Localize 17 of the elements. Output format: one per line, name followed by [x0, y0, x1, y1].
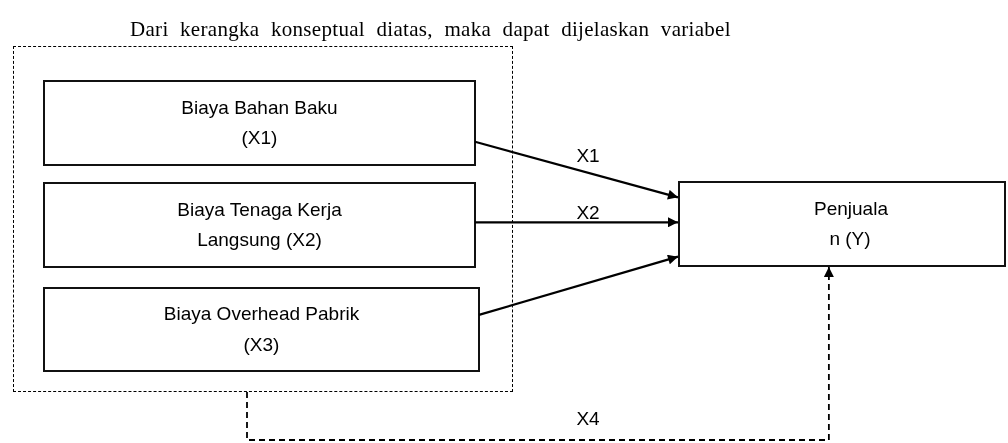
edge-label: X1 [576, 145, 600, 165]
dashed-arrow [246, 266, 834, 441]
variable-name: Penjuala n (Y) [814, 196, 886, 251]
variable-name: Biaya Tenaga Kerja Langsung (X2) [176, 197, 343, 252]
variable-name: Biaya Bahan Baku (X1) [180, 95, 339, 150]
variable-box [43, 182, 476, 268]
variable-name: Biaya Overhead Pabrik (X3) [162, 302, 361, 357]
arrow [474, 140, 679, 200]
edge-label: X2 [576, 202, 600, 222]
arrow [478, 254, 679, 316]
edge-label: X4 [576, 408, 600, 428]
variable-box [43, 287, 480, 372]
variable-box [43, 80, 476, 166]
variable-box [678, 181, 1006, 267]
arrow [475, 217, 678, 228]
dashed-group-box [13, 46, 513, 392]
body-text: Dari kerangka konseptual diatas, maka dapat dijelaskan variabel [130, 16, 731, 43]
